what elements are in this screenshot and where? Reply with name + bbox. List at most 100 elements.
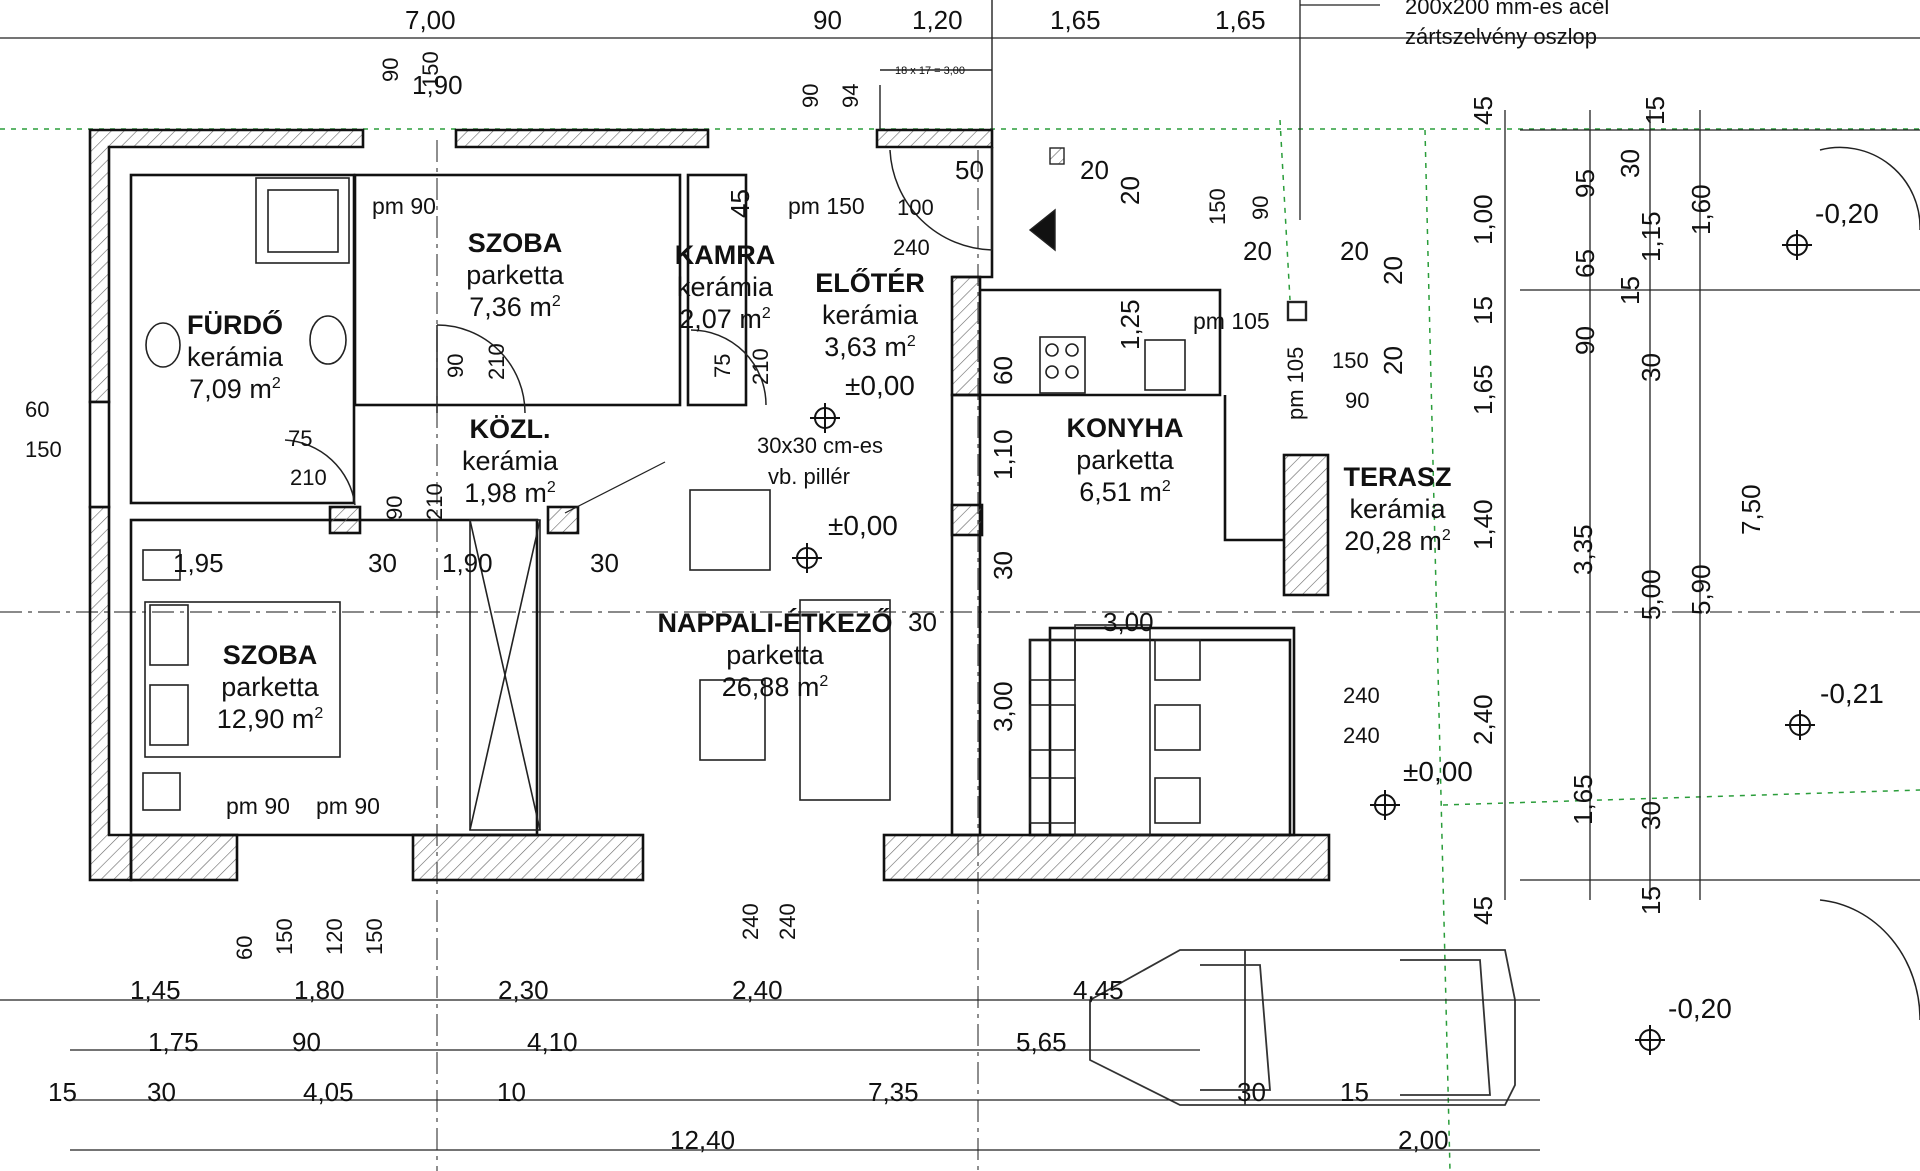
- room-name: SZOBA: [222, 640, 318, 670]
- dim-bottom-v: 240: [775, 903, 800, 940]
- exterior-walls: [88, 128, 1331, 882]
- dim-bottom-v: 120: [322, 918, 347, 955]
- dim-top: 1,65: [1215, 5, 1266, 35]
- dim-interior: 1,10: [988, 429, 1018, 480]
- dim-top: 1,65: [1050, 5, 1101, 35]
- dim-interior: 20: [1080, 155, 1109, 185]
- level-outside-1: -0,20: [1815, 198, 1879, 229]
- dim-top: 7,00: [405, 5, 456, 35]
- dim-bottom: 4,05: [303, 1077, 354, 1107]
- dim-interior: 210: [484, 343, 509, 380]
- dim-right: 5,00: [1636, 569, 1666, 620]
- dim-bottom: 7,35: [868, 1077, 919, 1107]
- dim-interior: 240: [1343, 723, 1380, 748]
- room-eloter: ELŐTÉR kerámia 3,63 m2: [800, 268, 940, 364]
- dim-right: 15: [1640, 96, 1670, 125]
- dim-top: 1,20: [912, 5, 963, 35]
- dim-right: 45: [1468, 896, 1498, 925]
- dim-interior: 30: [908, 607, 937, 637]
- dim-bottom-v: 240: [738, 903, 763, 940]
- room-floor: parketta: [1076, 444, 1174, 475]
- dim-right: 1,00: [1468, 194, 1498, 245]
- dim-interior: 60: [25, 397, 50, 422]
- level-markers: [792, 230, 1815, 1055]
- room-area: 20,28 m2: [1344, 525, 1451, 556]
- column-note-line2: zártszelvény oszlop: [1405, 24, 1597, 49]
- room-floor: parketta: [466, 259, 564, 290]
- dim-right: 5,90: [1686, 564, 1716, 615]
- room-terasz: TERASZ kerámia 20,28 m2: [1330, 462, 1465, 558]
- dim-interior: 20: [1378, 346, 1408, 375]
- dim-top: 90: [378, 57, 403, 82]
- stair-note: 18 x 17 = 3,00: [895, 65, 966, 77]
- dim-bottom: 2,40: [732, 975, 783, 1005]
- level-outside-2: -0,21: [1820, 678, 1884, 709]
- dim-right: 45: [1468, 96, 1498, 125]
- dim-top: 90: [798, 83, 823, 108]
- dim-bottom: 30: [1237, 1077, 1266, 1107]
- dim-interior: 60: [988, 356, 1018, 385]
- furniture: [142, 177, 1308, 836]
- room-konyha: KONYHA parketta 6,51 m2: [1055, 413, 1195, 509]
- dim-interior: 210: [422, 483, 447, 520]
- dim-right: 1,60: [1686, 184, 1716, 235]
- opening-label: pm 90: [316, 793, 380, 819]
- dim-interior: 30: [988, 551, 1018, 580]
- room-name: SZOBA: [467, 228, 563, 258]
- pillar-note-line2: vb. pillér: [768, 464, 850, 489]
- dim-right: 15: [1636, 886, 1666, 915]
- dim-bottom: 12,40: [670, 1125, 736, 1155]
- column-note-line1: 200x200 mm-es acél: [1405, 0, 1610, 19]
- door-swings: [284, 146, 1920, 1020]
- dim-bottom: 4,10: [527, 1027, 578, 1057]
- dim-right: 1,40: [1468, 499, 1498, 550]
- room-floor: kerámia: [821, 299, 919, 330]
- dim-interior: 3,00: [988, 681, 1018, 732]
- room-szoba-1: SZOBA parketta 7,36 m2: [440, 228, 590, 324]
- dim-top: 1,90: [412, 70, 463, 100]
- pillar-note-line1: 30x30 cm-es: [757, 433, 883, 458]
- dim-interior: 90: [443, 353, 468, 378]
- dim-bottom: 5,65: [1016, 1027, 1067, 1057]
- dim-bottom: 10: [497, 1077, 526, 1107]
- level-terasz: ±0,00: [1403, 756, 1473, 787]
- dim-bottom: 90: [292, 1027, 321, 1057]
- room-kozl: KÖZL. kerámia 1,98 m2: [445, 414, 575, 510]
- dim-interior: 210: [290, 465, 327, 490]
- dim-interior: 30: [368, 548, 397, 578]
- room-kamra: KAMRA kerámia 2,07 m2: [660, 240, 790, 336]
- dim-right: 2,40: [1468, 694, 1498, 745]
- dim-interior: 45: [725, 189, 755, 218]
- dim-bottom: 1,75: [148, 1027, 199, 1057]
- room-area: 2,07 m2: [679, 303, 771, 334]
- dim-interior: 90: [382, 495, 407, 520]
- dim-interior: 30: [590, 548, 619, 578]
- interior-walls: [129, 147, 1330, 837]
- dim-right: 15: [1468, 296, 1498, 325]
- dim-right: 65: [1570, 249, 1600, 278]
- dim-interior: 1,90: [442, 548, 493, 578]
- room-area: 1,98 m2: [464, 477, 556, 508]
- level-nappali: ±0,00: [828, 510, 898, 541]
- dim-interior: 75: [710, 353, 735, 378]
- dim-right: 30: [1615, 149, 1645, 178]
- dim-interior: 90: [1248, 195, 1273, 220]
- room-area: 6,51 m2: [1079, 476, 1171, 507]
- room-area: 26,88 m2: [721, 671, 829, 702]
- dim-bottom: 15: [1340, 1077, 1369, 1107]
- dim-top: 150: [418, 51, 443, 88]
- dim-bottom: 4,45: [1073, 975, 1124, 1005]
- dim-interior: 20: [1115, 176, 1145, 205]
- room-name: FÜRDŐ: [187, 310, 283, 340]
- leader-lines: [564, 4, 1380, 514]
- dim-top: 90: [813, 5, 842, 35]
- dim-bottom: 1,45: [130, 975, 181, 1005]
- opening-label: pm 105: [1283, 346, 1308, 420]
- room-szoba-2: SZOBA parketta 12,90 m2: [200, 640, 340, 736]
- dim-interior: 20: [1378, 256, 1408, 285]
- dim-bottom: 15: [48, 1077, 77, 1107]
- dim-bottom-v: 60: [232, 935, 257, 960]
- opening-label: pm 105: [1193, 308, 1270, 334]
